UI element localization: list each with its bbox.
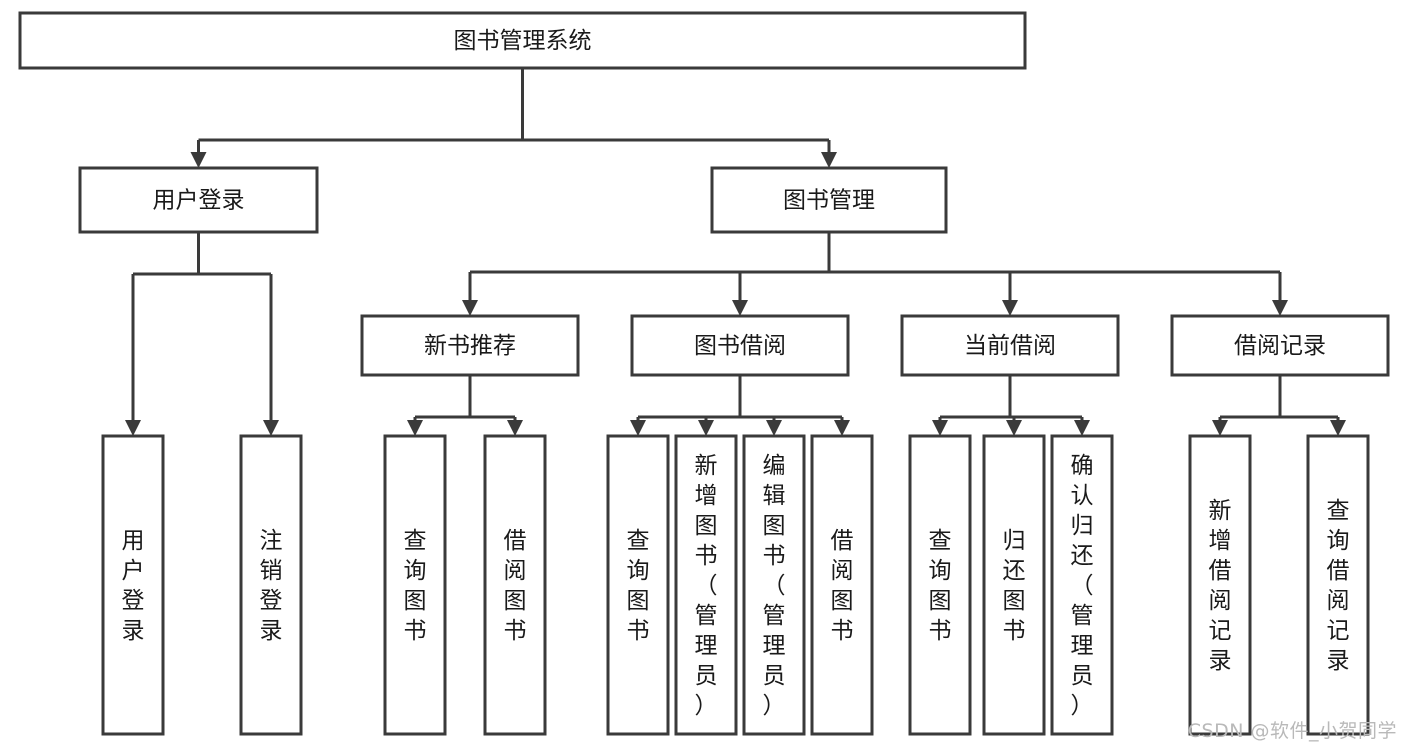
node-box: [908, 434, 972, 736]
node-label: 注销登录: [260, 528, 283, 644]
node-label: 查询图书: [404, 528, 427, 644]
node-label: 新书推荐: [424, 333, 516, 359]
node-root[interactable]: 图书管理系统: [18, 11, 1027, 70]
node-box: [630, 314, 850, 377]
arrow-head-icon: [462, 300, 478, 316]
arrow-head-icon: [1006, 420, 1022, 436]
node-box: [18, 11, 1027, 70]
node-leaf-add-book[interactable]: 新增图书（管理员）: [674, 434, 738, 736]
node-label: 图书管理系统: [454, 28, 592, 54]
arrow-head-icon: [834, 420, 850, 436]
node-label: 借阅记录: [1234, 333, 1326, 359]
node-leaf-query-book-rec[interactable]: 查询图书: [383, 434, 447, 736]
node-boxes: 图书管理系统用户登录图书管理新书推荐图书借阅当前借阅借阅记录用户登录注销登录查询…: [18, 11, 1390, 736]
node-label: 查询图书: [627, 528, 650, 644]
arrow-head-icon: [407, 420, 423, 436]
node-leaf-user-login[interactable]: 用户登录: [101, 434, 165, 736]
arrow-head-icon: [932, 420, 948, 436]
node-box: [1188, 434, 1252, 736]
node-leaf-query-book-cur[interactable]: 查询图书: [908, 434, 972, 736]
node-leaf-return-book[interactable]: 归还图书: [982, 434, 1046, 736]
node-box: [674, 434, 738, 736]
arrow-head-icon: [732, 300, 748, 316]
arrow-head-icon: [1212, 420, 1228, 436]
node-box: [900, 314, 1120, 377]
arrow-head-icon: [1272, 300, 1288, 316]
node-label: 用户登录: [153, 188, 245, 214]
node-current-borrow[interactable]: 当前借阅: [900, 314, 1120, 377]
arrow-head-icon: [821, 152, 837, 168]
node-label: 新增图书（管理员）: [695, 453, 718, 719]
node-box: [383, 434, 447, 736]
node-box: [982, 434, 1046, 736]
node-label: 借阅图书: [831, 528, 854, 644]
node-box: [483, 434, 547, 736]
node-borrow-record[interactable]: 借阅记录: [1170, 314, 1390, 377]
node-label: 图书借阅: [694, 333, 786, 359]
node-leaf-borrow-book-rec[interactable]: 借阅图书: [483, 434, 547, 736]
node-box: [360, 314, 580, 377]
arrow-head-icon: [1330, 420, 1346, 436]
node-leaf-borrow-book[interactable]: 借阅图书: [810, 434, 874, 736]
connector-edges: [125, 68, 1346, 436]
node-box: [1050, 434, 1114, 736]
node-leaf-query-book-borrow[interactable]: 查询图书: [606, 434, 670, 736]
arrow-head-icon: [263, 420, 279, 436]
arrow-head-icon: [507, 420, 523, 436]
node-leaf-confirm-return[interactable]: 确认归还（管理员）: [1050, 434, 1114, 736]
node-box: [1170, 314, 1390, 377]
node-box: [101, 434, 165, 736]
node-leaf-add-record[interactable]: 新增借阅记录: [1188, 434, 1252, 736]
arrow-head-icon: [698, 420, 714, 436]
node-label: 编辑图书（管理员）: [763, 453, 786, 719]
arrow-head-icon: [766, 420, 782, 436]
arrow-head-icon: [1002, 300, 1018, 316]
node-label: 用户登录: [122, 528, 145, 644]
node-new-book-rec[interactable]: 新书推荐: [360, 314, 580, 377]
node-box: [742, 434, 806, 736]
node-label: 确认归还（管理员）: [1071, 453, 1094, 719]
node-box: [710, 166, 948, 234]
node-label: 图书管理: [783, 188, 875, 214]
node-label: 当前借阅: [964, 333, 1056, 359]
node-label: 查询借阅记录: [1327, 498, 1350, 674]
arrow-head-icon: [1074, 420, 1090, 436]
watermark-text: CSDN @软件_小贺同学: [1187, 720, 1397, 742]
node-leaf-edit-book[interactable]: 编辑图书（管理员）: [742, 434, 806, 736]
arrow-head-icon: [630, 420, 646, 436]
node-leaf-logout[interactable]: 注销登录: [239, 434, 303, 736]
node-label: 归还图书: [1003, 528, 1026, 644]
node-user-login[interactable]: 用户登录: [78, 166, 319, 234]
node-box: [606, 434, 670, 736]
node-label: 新增借阅记录: [1209, 498, 1232, 674]
node-box: [810, 434, 874, 736]
node-box: [78, 166, 319, 234]
arrow-head-icon: [125, 420, 141, 436]
node-box: [239, 434, 303, 736]
node-book-borrow[interactable]: 图书借阅: [630, 314, 850, 377]
node-box: [1306, 434, 1370, 736]
node-label: 查询图书: [929, 528, 952, 644]
node-label: 借阅图书: [504, 528, 527, 644]
node-leaf-query-record[interactable]: 查询借阅记录: [1306, 434, 1370, 736]
arrow-head-icon: [190, 152, 207, 168]
node-book-manage[interactable]: 图书管理: [710, 166, 948, 234]
